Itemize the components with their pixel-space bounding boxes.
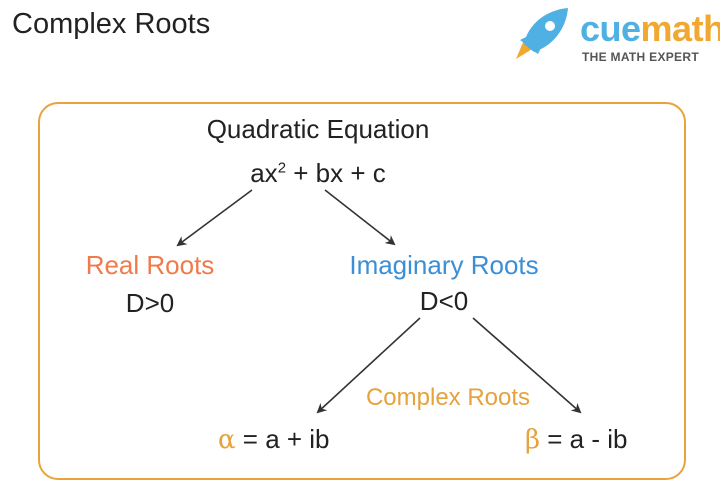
arrow-to-beta [472,317,582,414]
eq-exponent: 2 [277,159,287,177]
arrow-to-real [176,189,253,247]
logo-cue: cue [580,8,641,49]
arrow-to-imaginary [324,189,396,246]
imaginary-roots-label: Imaginary Roots [349,250,539,280]
alpha-symbol: α [218,425,236,455]
rocket-icon [516,8,568,59]
diagram-frame [38,102,686,480]
eq-rest: + bx + c [286,158,386,188]
real-roots-label: Real Roots [85,250,215,280]
imaginary-roots-condition: D<0 [419,286,469,316]
logo-math: math [640,8,720,49]
eq-main: ax [250,158,278,188]
beta-root: β = a - ib [525,424,627,455]
arrow-to-alpha [316,317,421,414]
complex-roots-label: Complex Roots [365,384,531,411]
beta-expression: = a - ib [540,424,628,454]
quadratic-equation-expression: ax2 + bx + c [250,158,386,189]
alpha-expression: = a + ib [235,424,330,454]
real-roots-condition: D>0 [125,288,175,318]
page-title: Complex Roots [12,8,211,40]
alpha-root: α = a + ib [218,424,330,455]
logo-wordmark: cuemath [580,8,720,50]
beta-symbol: β [525,425,541,455]
quadratic-equation-label: Quadratic Equation [206,114,430,144]
logo-tagline: THE MATH EXPERT [582,50,699,64]
